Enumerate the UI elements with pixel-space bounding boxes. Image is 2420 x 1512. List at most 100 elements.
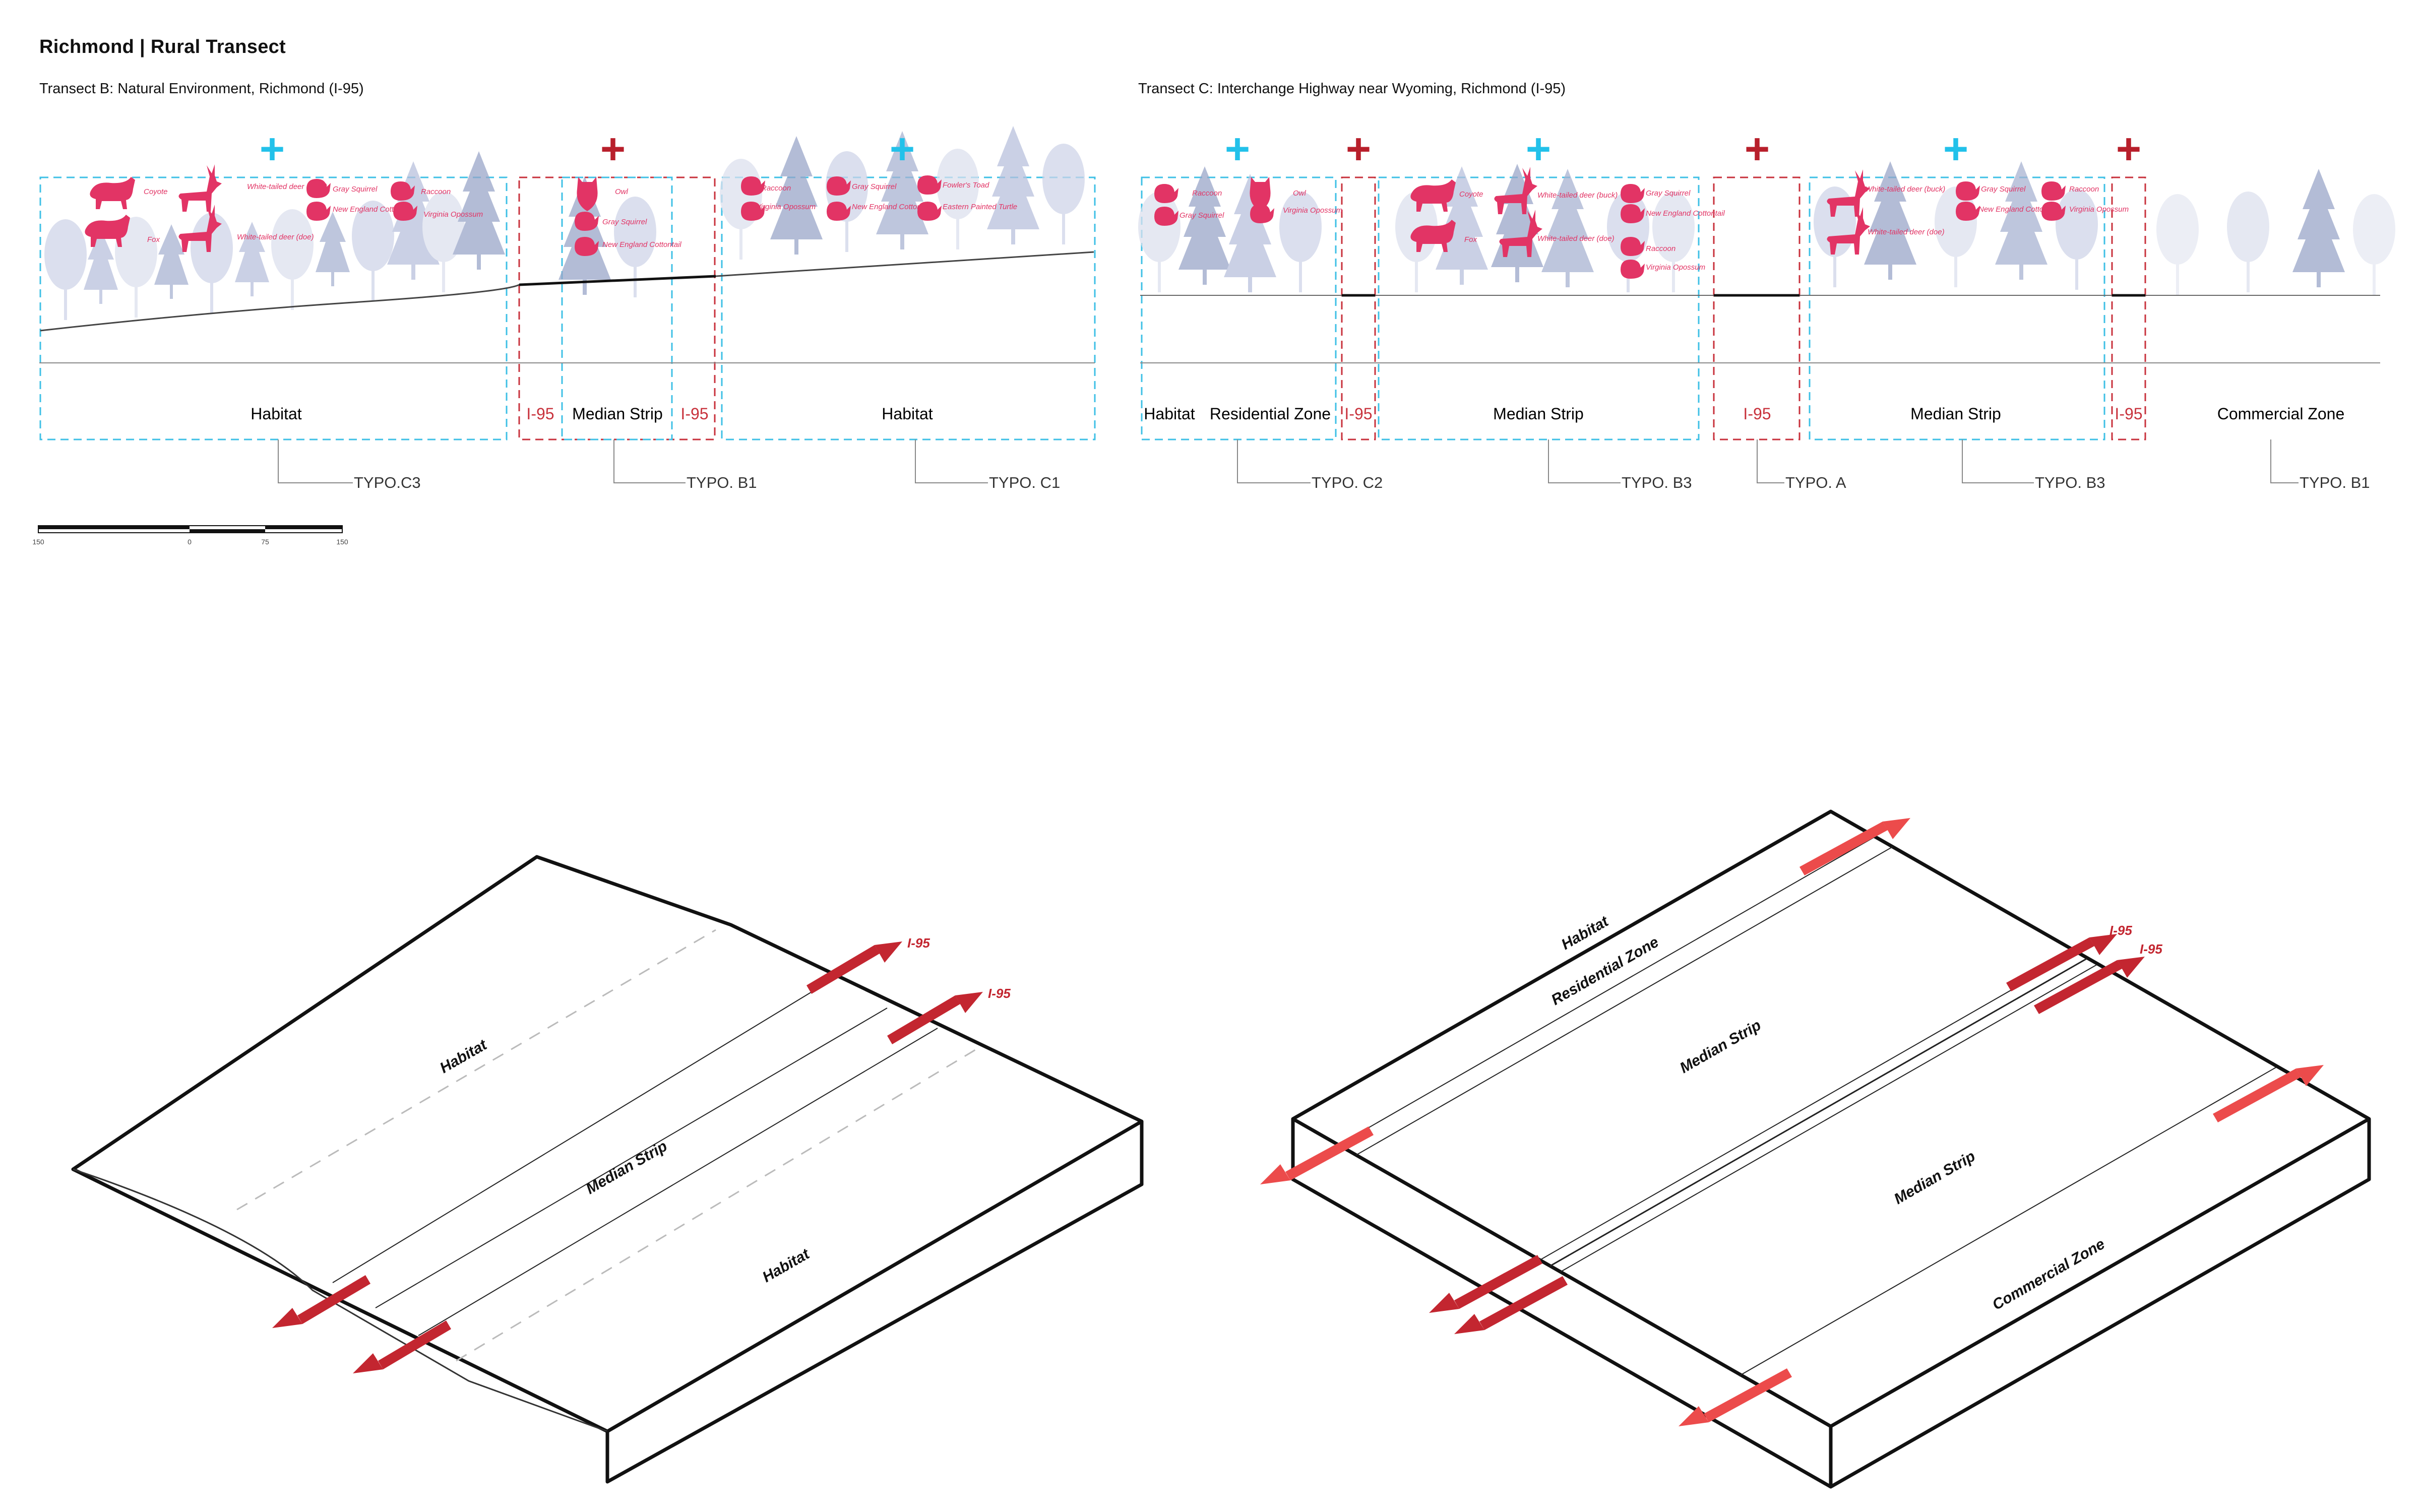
opossum-icon	[1621, 260, 1645, 279]
species-label: Coyote	[1459, 190, 1483, 199]
transect-b-plus-markers: + + +	[260, 125, 915, 173]
scale-bar-segment	[265, 526, 342, 529]
axon-b-dashed-line	[456, 1047, 978, 1362]
arrow-icon	[875, 941, 902, 963]
species-label: New England Cottontail	[1978, 205, 2058, 214]
frame-c-highway	[1341, 176, 1376, 440]
arrow-icon	[353, 1353, 383, 1373]
scale-tick: 150	[336, 538, 348, 546]
tree-icon	[316, 212, 350, 286]
species-label: Owl	[615, 187, 629, 196]
road-label: I-95	[907, 935, 930, 951]
transect-c-species: Raccoon Owl Gray Squirrel Virginia Oposs…	[1154, 167, 2129, 279]
arrow-icon	[1883, 818, 1910, 839]
plus-habitat-icon: +	[890, 125, 915, 173]
plus-highway-icon: +	[1745, 125, 1770, 173]
axon-b-road-markers	[272, 941, 983, 1373]
deer-buck-icon	[178, 164, 222, 212]
axon-c-fill	[1293, 811, 2369, 1487]
arrow-icon	[1679, 1406, 1709, 1426]
road-marker	[1800, 822, 1888, 875]
species-label: Gray Squirrel	[333, 185, 378, 194]
axon-b-dashed-line	[236, 929, 716, 1211]
species-label: White-tailed deer (buck)	[1865, 185, 1945, 194]
tree-icon	[1178, 166, 1231, 285]
callout-leader	[915, 439, 988, 483]
typology-label: TYPO. B1	[2300, 474, 2370, 491]
tree-icon	[2292, 169, 2345, 287]
coyote-icon	[90, 177, 135, 209]
axon-c-road-edge	[1539, 952, 2077, 1261]
callout-leader	[1548, 439, 1621, 483]
transect-b-ground-line	[40, 251, 1094, 332]
species-label: Gray Squirrel	[1981, 185, 2026, 194]
tree-icon	[1935, 186, 1977, 287]
callout-leader	[613, 439, 686, 483]
zone-label-median: Median Strip	[1910, 405, 2001, 423]
zone-label-median: Median Strip	[1493, 405, 1584, 423]
species-label: New England Cottontail	[852, 203, 931, 211]
road-marker	[1454, 1255, 1542, 1309]
axon-c-road-edge	[1560, 964, 2097, 1273]
tree-icon	[2056, 189, 2098, 290]
axon-c-road-markers	[1260, 818, 2324, 1426]
zone-label-highway: I-95	[2115, 405, 2142, 423]
zone-label-highway: I-95	[1743, 405, 1771, 423]
transect-b-species: Coyote White-tailed deer (buck) Gray Squ…	[85, 164, 1017, 256]
axon-b-road-edge	[375, 1007, 888, 1308]
frame-c-median	[1378, 176, 1700, 440]
tree-icon	[1138, 192, 1181, 292]
road-label: I-95	[988, 986, 1011, 1001]
zone-label-habitat: Habitat	[882, 405, 933, 423]
tree-icon	[2353, 194, 2395, 295]
transect-c-typology-callouts: TYPO. C2 TYPO. B3 TYPO. A TYPO. B3 TYPO.…	[1237, 439, 2370, 491]
species-label: Gray Squirrel	[602, 218, 647, 226]
transect-c-trees	[1138, 161, 2395, 295]
transect-b-trees	[44, 126, 1085, 320]
tree-icon	[987, 126, 1039, 244]
axonometric-b: I-95 I-95 Habitat Median Strip Habitat	[71, 855, 1144, 1484]
zone-label-highway: I-95	[1344, 405, 1372, 423]
zone-label-highway: I-95	[680, 405, 708, 423]
plus-habitat-icon: +	[1526, 125, 1551, 173]
typology-label: TYPO. B3	[1622, 474, 1692, 491]
zone-label-median: Median Strip	[572, 405, 663, 423]
species-label: Virginia Opossum	[1283, 206, 1342, 215]
callout-leader	[278, 439, 353, 483]
species-label: Virginia Opossum	[423, 210, 483, 219]
road-label: I-95	[2109, 923, 2132, 938]
arrow-icon	[2296, 1065, 2324, 1086]
axon-b-fill	[73, 857, 1142, 1482]
species-label: Raccoon	[1646, 244, 1676, 253]
typology-label: TYPO. C2	[1312, 474, 1383, 491]
road-marker	[2034, 960, 2122, 1014]
species-label: White-tailed deer (doe)	[237, 233, 314, 241]
species-label: Fox	[147, 235, 160, 244]
tree-icon	[937, 149, 979, 249]
road-marker	[1285, 1126, 1374, 1180]
axon-b-road-labels: I-95 I-95	[907, 935, 1011, 1001]
typology-label: TYPO. C1	[989, 474, 1060, 491]
plus-highway-icon: +	[2116, 125, 2141, 173]
scale-tick: 0	[188, 538, 192, 546]
typology-label: TYPO. B1	[687, 474, 757, 491]
transect-b-highway-surface	[519, 275, 716, 286]
raccoon-icon	[1154, 184, 1178, 203]
species-label: Raccoon	[761, 184, 791, 193]
road-label: I-95	[2140, 941, 2162, 957]
species-label: Coyote	[144, 187, 168, 196]
tree-icon	[770, 136, 823, 255]
transect-c-zone-frames	[1141, 176, 2146, 440]
road-marker	[806, 945, 880, 994]
page-title: Richmond | Rural Transect	[39, 36, 286, 57]
callout-leader	[1237, 439, 1311, 483]
axon-c-zone-edge	[1739, 1067, 2276, 1376]
species-label: Owl	[1293, 189, 1307, 198]
transect-b-typology-callouts: TYPO.C3 TYPO. B1 TYPO. C1	[278, 439, 1060, 491]
species-label: Virginia Opossum	[756, 203, 816, 211]
road-marker	[297, 1275, 370, 1324]
arrow-icon	[1454, 1314, 1484, 1334]
arrow-icon	[2117, 957, 2145, 978]
transect-c-zone-labels: Habitat Residential Zone I-95 Median Str…	[1144, 405, 2344, 423]
